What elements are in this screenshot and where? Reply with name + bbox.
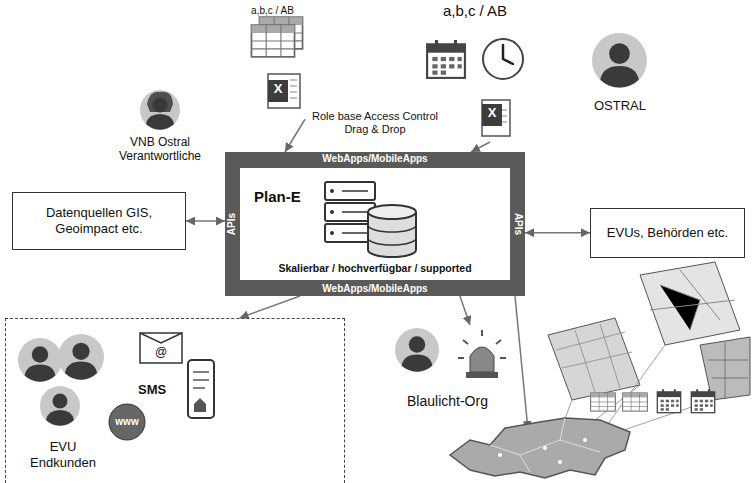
node-text: EVUs, Behörden etc. <box>607 225 728 241</box>
actor-group: a,b,c / AB OSTRAL <box>415 2 660 142</box>
node-text: EVU Endkunden <box>18 439 108 470</box>
process-box: Datenquellen GIS, Geoimpact etc. <box>12 192 186 250</box>
node-text: Plan-E <box>254 188 324 206</box>
customer-group: EVU Endkunden SMS <box>5 318 345 483</box>
node-text: OSTRAL <box>580 98 660 114</box>
node-text: a,b,c / AB <box>240 5 305 17</box>
node-text: Blaulicht-Org <box>385 393 510 410</box>
icon-letter: www <box>110 416 144 428</box>
connector-arrow <box>285 119 305 152</box>
icon-letter: X <box>268 81 288 97</box>
node-text: Datenquellen GIS, Geoimpact etc. <box>21 205 177 236</box>
icon-letter: @ <box>153 345 169 359</box>
actor-group: Blaulicht-Org <box>385 325 510 415</box>
actor-group: a,b,c / AB VNB Ostral Verantwortliche <box>90 5 305 173</box>
node-text: SMS <box>138 382 178 398</box>
node-text: WebApps/MobileApps <box>225 283 525 295</box>
connector-arrow <box>471 142 490 152</box>
platform-core: Plan-E Skalierbar / hochverfügbar / suppo… <box>240 168 510 280</box>
node-text: VNB Ostral Verantwortliche <box>90 135 230 164</box>
process-box: EVUs, Behörden etc. <box>590 208 745 258</box>
node-text: APIs <box>226 209 238 239</box>
node-text: a,b,c / AB <box>420 2 530 20</box>
connector-arrow <box>525 232 590 234</box>
node-text: APIs <box>512 209 524 239</box>
node-text: WebApps/MobileApps <box>225 153 525 165</box>
node-text: Skalierbar / hochverfügbar / supported <box>240 262 510 275</box>
platform-frame: WebApps/MobileAppsAPIsAPIsWebApps/Mobile… <box>225 152 525 296</box>
connector-arrow <box>240 296 300 318</box>
annotation: Role base Access Control Drag & Drop <box>305 110 445 136</box>
connector-arrow <box>460 296 470 325</box>
icon-letter: X <box>482 105 502 121</box>
connector-arrow <box>186 220 225 222</box>
